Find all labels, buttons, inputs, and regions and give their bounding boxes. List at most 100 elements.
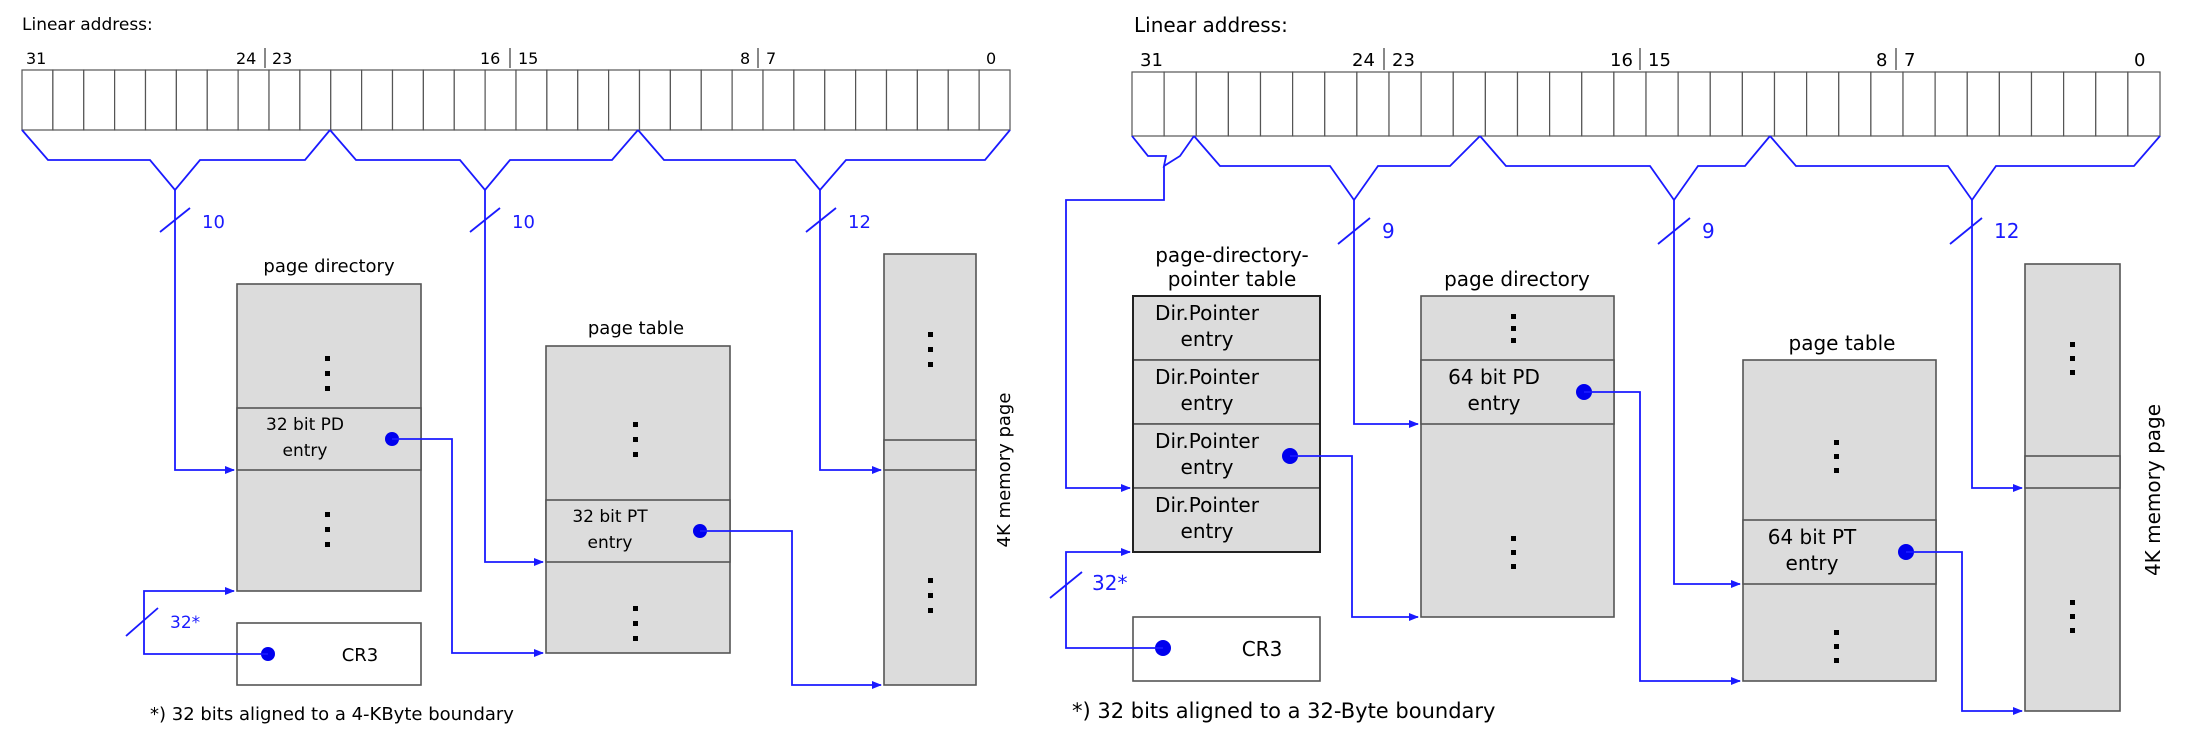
right-pt-ellipsis-top: [1834, 440, 1839, 473]
right-pdpt-entry-0-line1: Dir.Pointer: [1155, 301, 1260, 325]
left-bit-0: 0: [986, 49, 996, 68]
left-bit-cell: [885, 69, 918, 131]
left-bit-31: 31: [26, 49, 46, 68]
right-brace-table: [1479, 135, 1771, 202]
left-bit-7: 7: [766, 49, 776, 68]
right-bit-cell: [1645, 71, 1679, 137]
right-pd-ellipsis-bottom: [1511, 536, 1516, 569]
left-pd-ellipsis-bottom: [325, 512, 330, 547]
right-bit-cell: [1870, 71, 1904, 137]
right-memory-slot: [2024, 455, 2121, 489]
right-page-directory-title: page directory: [1444, 267, 1590, 291]
right-cr3-label: CR3: [1242, 637, 1283, 661]
right-bit-cell: [1998, 71, 2033, 137]
left-bit-cell: [855, 69, 888, 131]
right-bit-cell: [1613, 71, 1647, 137]
left-bit-cell: [793, 69, 826, 131]
right-bit-0: 0: [2134, 50, 2145, 71]
right-pdpt-entry-1-line1: Dir.Pointer: [1155, 365, 1260, 389]
left-bit-cell: [824, 69, 857, 131]
left-bit-cell: [978, 69, 1011, 131]
right-bit-cell: [1934, 71, 1968, 137]
left-bit-24: 24: [236, 49, 256, 68]
left-bit-cell: [577, 69, 610, 131]
right-pdpt-title-line2: pointer table: [1168, 267, 1297, 291]
left-bit-16: 16: [480, 49, 500, 68]
right-bit-cell: [2127, 71, 2161, 137]
right-pd-entry-line1: 64 bit PD: [1448, 365, 1540, 389]
right-bit-cell: [1388, 71, 1422, 137]
left-bit-23: 23: [272, 49, 292, 68]
right-bit-cell: [1741, 71, 1776, 137]
left-bit-cell: [515, 69, 548, 131]
right-bit-cell: [1516, 71, 1551, 137]
right-bit-cell: [1259, 71, 1294, 137]
right-page-table-title: page table: [1789, 331, 1896, 355]
right-bit-cell: [1420, 71, 1454, 137]
left-bit-cell: [361, 69, 394, 131]
right-bit-cell: [1195, 71, 1229, 137]
left-pt-entry-line2: entry: [588, 533, 633, 553]
left-bit-cell: [114, 69, 147, 131]
right-width-offset: 12: [1994, 219, 2019, 243]
right-bit-cell: [1581, 71, 1615, 137]
right-bit-cell: [2030, 71, 2065, 137]
left-brace-directory: [21, 129, 331, 192]
left-bit-cell: [762, 69, 795, 131]
left-bit-cell: [608, 69, 641, 131]
right-bit-cell: [1806, 71, 1840, 137]
right-pdpt-title-line1: page-directory-: [1155, 243, 1309, 267]
left-cr3-width: 32*: [170, 613, 200, 633]
left-bit-cell: [144, 69, 177, 131]
left-bit-cell: [330, 69, 363, 131]
left-bit-cell: [237, 69, 270, 131]
left-bit-cell: [700, 69, 733, 131]
left-pd-entry-line2: entry: [283, 441, 328, 461]
left-pt-ellipsis-bottom: [633, 606, 638, 641]
right-bit-cell: [1227, 71, 1262, 137]
left-bit-cell: [731, 69, 764, 131]
left-memory-page-label: 4K memory page: [994, 393, 1015, 548]
right-pdpt: [1132, 295, 1321, 553]
left-bit-cell: [638, 69, 671, 131]
right-brace-offset: [1769, 135, 2161, 202]
left-pt-entry-line1: 32 bit PT: [572, 507, 648, 527]
right-bit-cell: [1452, 71, 1486, 137]
right-bit-7: 7: [1904, 50, 1915, 71]
left-bit-cell: [947, 69, 980, 131]
right-width-directory: 9: [1382, 219, 1395, 243]
right-cr3-width: 32*: [1092, 571, 1127, 595]
right-pd-ellipsis-top: [1511, 314, 1516, 343]
right-bit-cell: [1324, 71, 1358, 137]
right-pdpt-entry-0-line2: entry: [1181, 327, 1234, 351]
left-bit-cell: [206, 69, 239, 131]
left-memory-slot: [883, 439, 977, 471]
right-bit-31: 31: [1140, 50, 1163, 71]
right-footnote: *) 32 bits aligned to a 32-Byte boundary: [1072, 699, 1495, 723]
left-width-offset: 12: [848, 212, 871, 233]
right-mem-ellipsis-bottom: [2070, 600, 2075, 633]
right-pdpt-entry-3-line2: entry: [1181, 519, 1234, 543]
right-bit-cell: [1902, 71, 1936, 137]
right-bit-cell: [1163, 71, 1197, 137]
right-bit-cell: [1131, 71, 1165, 137]
left-brace-table: [329, 129, 639, 192]
left-address-register: [21, 69, 1011, 131]
right-bit-cell: [1549, 71, 1583, 137]
right-bit-cell: [1484, 71, 1519, 137]
left-pt-ellipsis-top: [633, 422, 638, 457]
left-linear-address-label: Linear address:: [22, 15, 153, 35]
right-bit-cell: [1356, 71, 1390, 137]
left-bit-cell: [916, 69, 949, 131]
right-bit-24: 24: [1352, 50, 1375, 71]
left-bit-cell: [453, 69, 486, 131]
right-pdpt-entry-1: [1132, 359, 1321, 425]
left-pd-entry-line1: 32 bit PD: [266, 415, 344, 435]
left-footnote: *) 32 bits aligned to a 4-KByte boundary: [150, 704, 514, 725]
right-diagram: Linear address: 31 24 23 16 15 8 7 0 9 9…: [1049, 13, 2165, 723]
right-address-register: [1131, 71, 2161, 137]
right-bit-8: 8: [1876, 50, 1887, 71]
left-page-table-title: page table: [588, 318, 684, 339]
left-bit-cell: [299, 69, 332, 131]
